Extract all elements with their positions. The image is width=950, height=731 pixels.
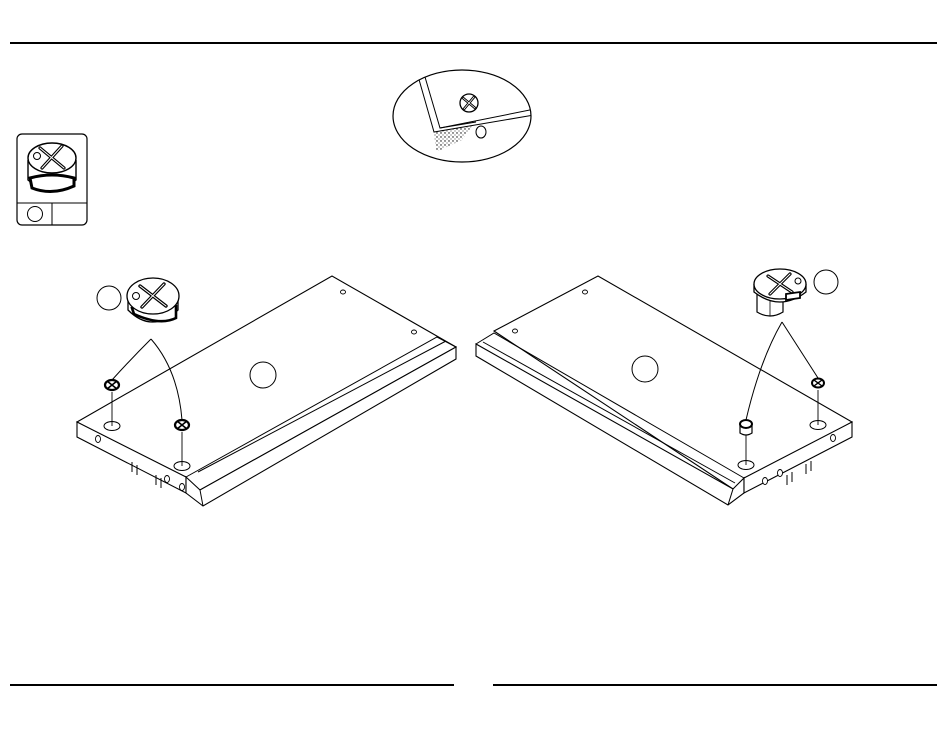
left-panel-label-circle [250,362,276,388]
right-panel [476,269,852,505]
part-label-circle [28,207,43,222]
detail-callout [393,60,540,162]
cam-dowel-small-1 [812,379,824,388]
parts-box [17,134,87,225]
right-hardware-label-circle [814,270,838,294]
left-hardware-label-circle [97,286,121,310]
cam-dowel-small-2 [740,420,752,435]
cam-lock-icon [28,143,76,192]
cam-lock-icon [127,278,179,322]
cam-lock-small-2 [175,420,189,430]
cam-lock-small-1 [105,380,119,390]
left-panel [77,276,456,506]
right-panel-label-circle [632,356,658,382]
cam-dowel-icon [754,269,806,316]
